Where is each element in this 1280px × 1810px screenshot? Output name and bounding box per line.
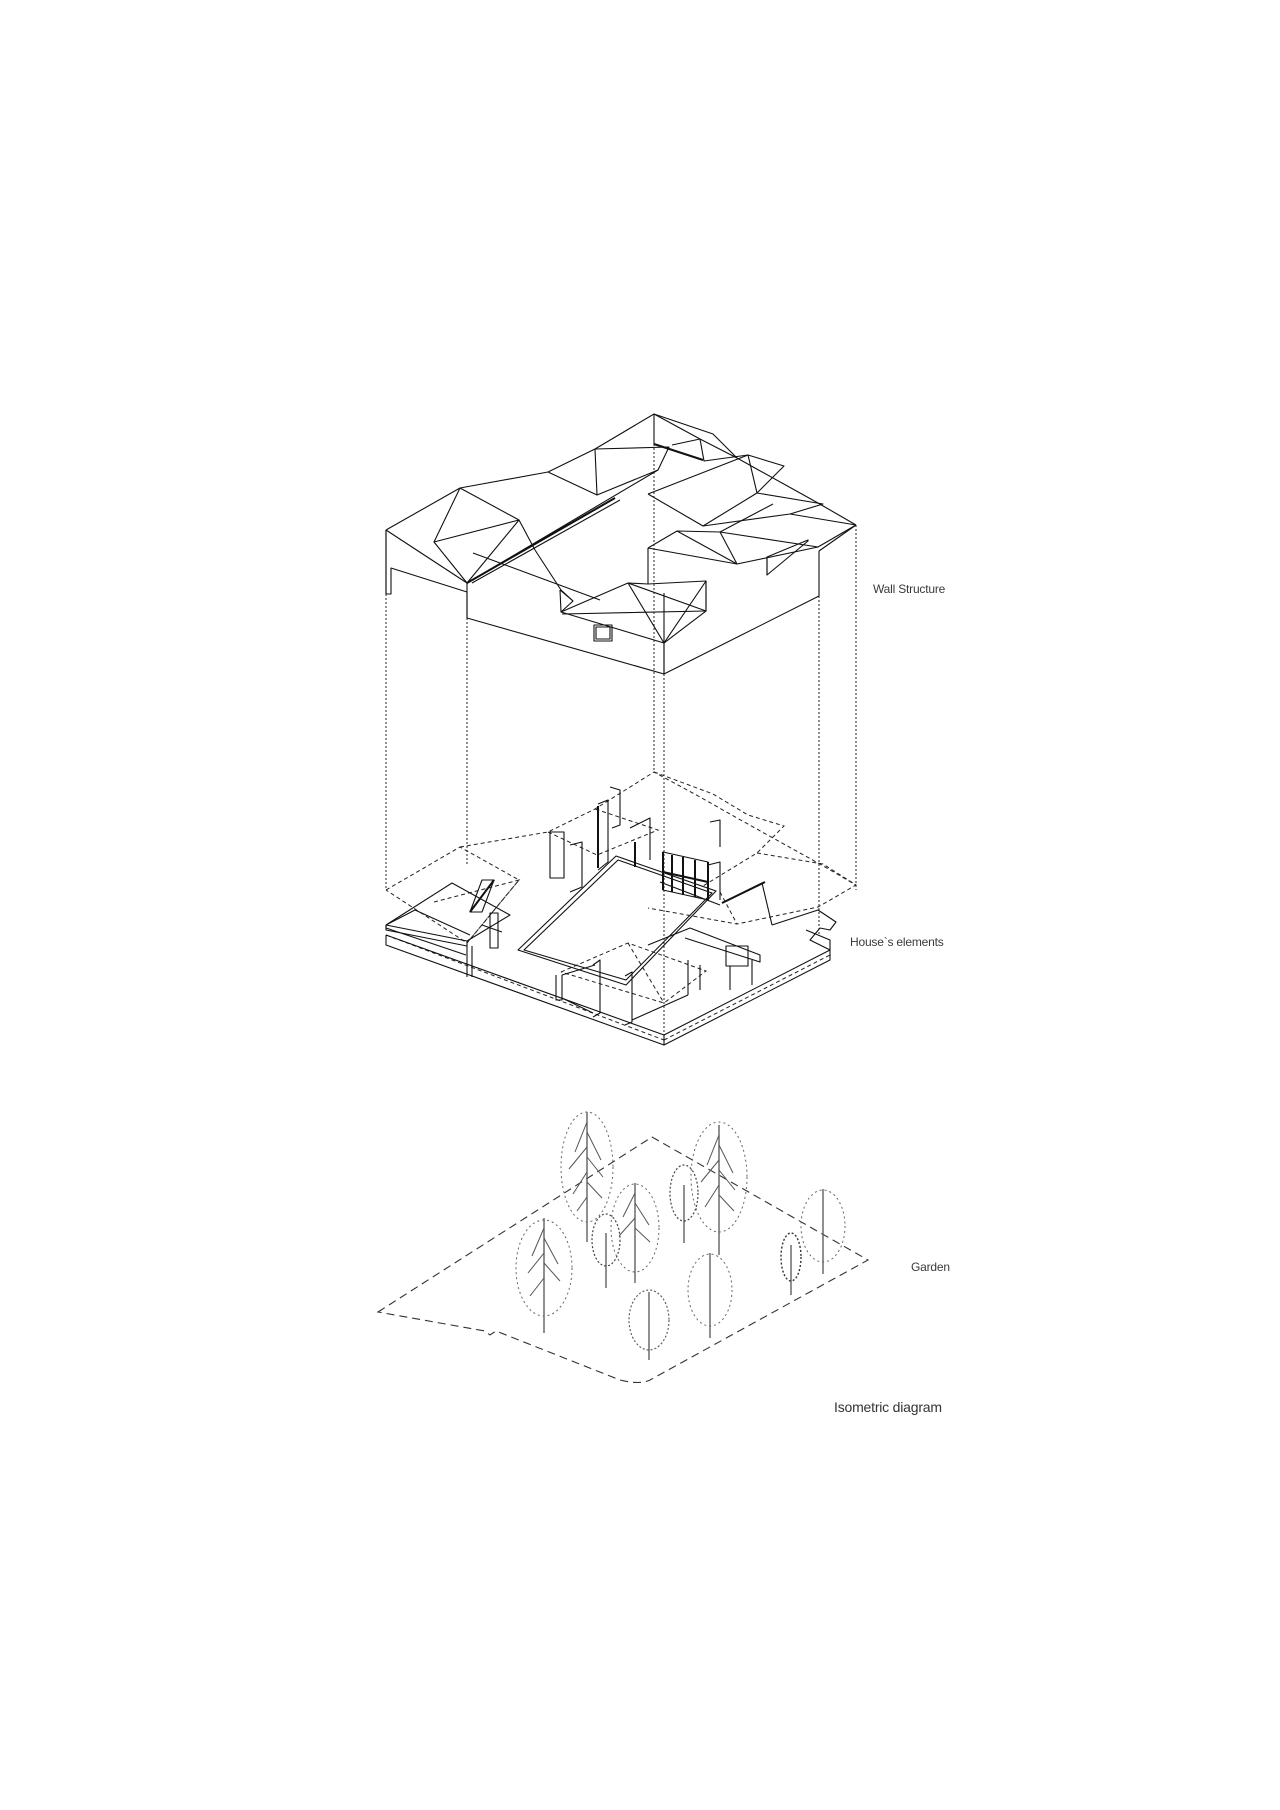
tree — [800, 1189, 846, 1274]
layer-label-house-elements: House`s elements — [850, 935, 944, 949]
tree — [591, 1213, 621, 1288]
tree — [687, 1253, 733, 1338]
wall-structure-layer — [385, 413, 857, 675]
layer-label-wall-structure: Wall Structure — [873, 582, 946, 596]
projection-lines — [385, 444, 857, 1040]
tree — [669, 1164, 699, 1243]
tree — [690, 1121, 748, 1255]
garden-layer — [376, 1111, 870, 1384]
house-elements-layer — [385, 771, 857, 1046]
tree — [780, 1232, 802, 1295]
diagram-caption: Isometric diagram — [834, 1399, 942, 1415]
layer-label-garden: Garden — [911, 1260, 950, 1274]
tree — [515, 1218, 573, 1333]
tree — [610, 1183, 660, 1283]
tree — [560, 1111, 614, 1242]
tree — [628, 1289, 670, 1360]
